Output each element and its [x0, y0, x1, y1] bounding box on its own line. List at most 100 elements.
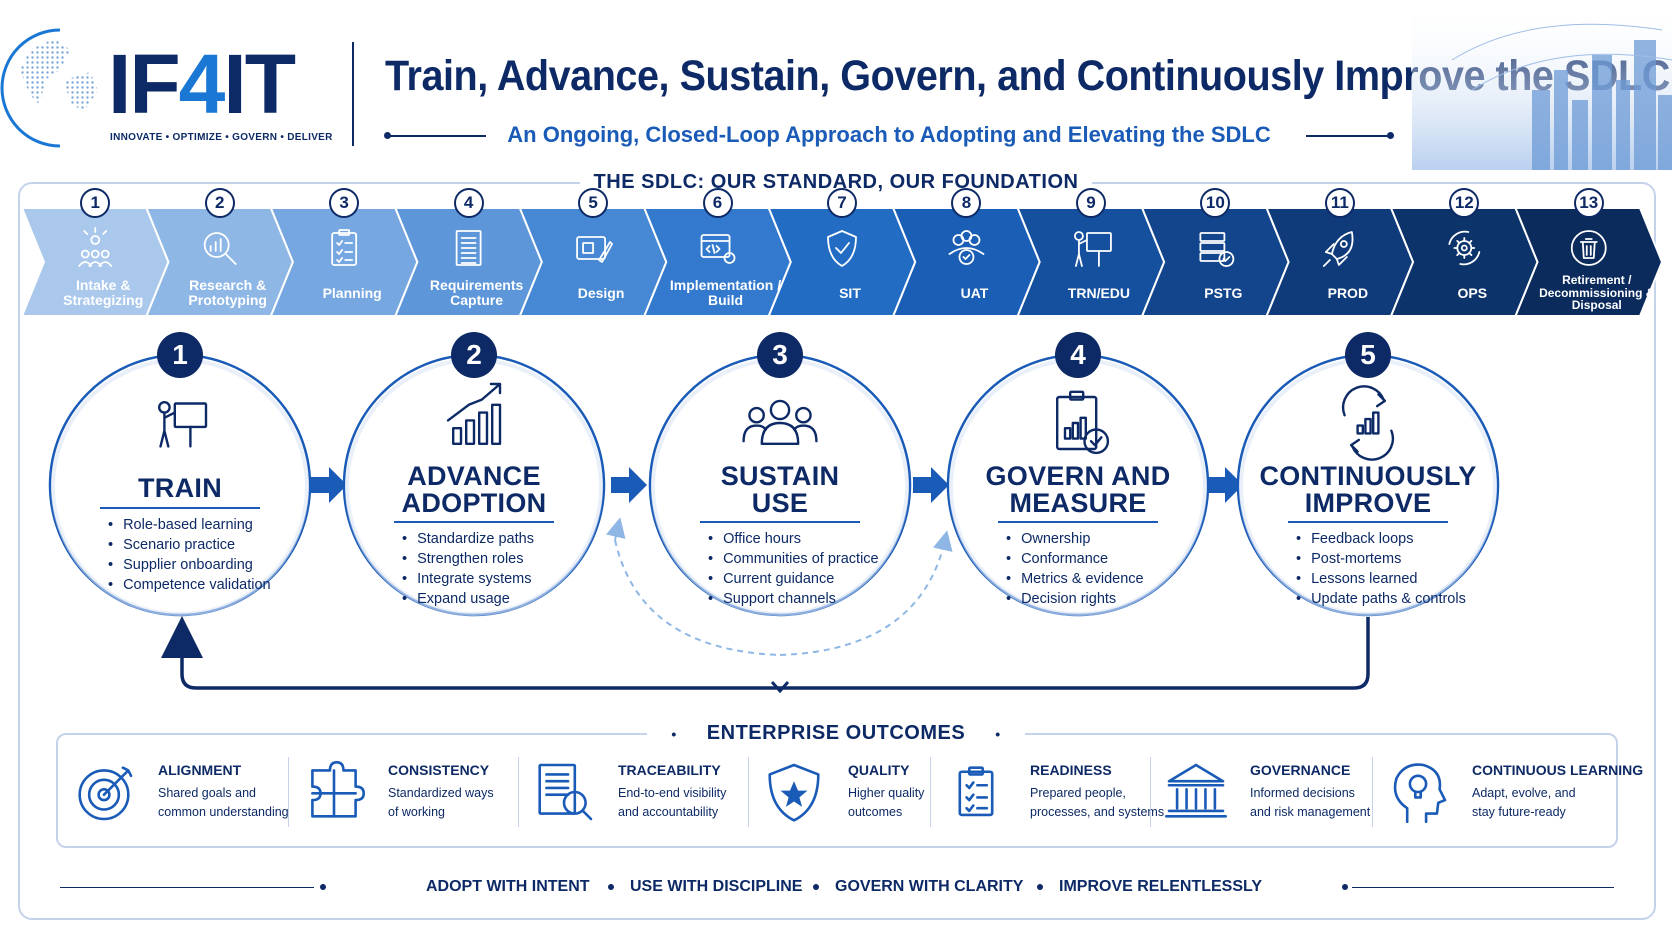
- outcome-title: TRACEABILITY: [618, 762, 721, 778]
- stage-number: 1: [157, 332, 203, 378]
- stage-rule: [700, 521, 860, 523]
- stage-bullets: Role-based learningScenario practiceSupp…: [108, 517, 271, 597]
- outcome-title: CONTINUOUS LEARNING: [1472, 762, 1644, 778]
- phase-number: 1: [80, 188, 111, 218]
- sustain-dashed-arc: [779, 530, 953, 656]
- stage-bullet-item: Scenario practice: [108, 537, 271, 553]
- stage-bullet-item: Office hours: [708, 531, 879, 547]
- footer-slogan: GOVERN WITH CLARITY: [835, 878, 1024, 895]
- footer-slogan: IMPROVE RELENTLESSLY: [1059, 878, 1262, 895]
- trash-icon: [1570, 230, 1607, 266]
- stage-bullets: OwnershipConformanceMetrics & evidenceDe…: [1006, 531, 1144, 611]
- blueprint-icon: [576, 236, 613, 263]
- phase-label: Implementation / Build: [669, 277, 782, 308]
- phase-label: Retirement / Decommissioning & Disposal: [1539, 273, 1655, 313]
- footer-dot: [320, 884, 326, 890]
- stage-bullet-item: Expand usage: [402, 591, 534, 607]
- phase-number: 2: [204, 188, 235, 218]
- outcome-title: ALIGNMENT: [158, 762, 242, 778]
- footer-slogans: ADOPT WITH INTENT USE WITH DISCIPLINE GOVE…: [0, 876, 1672, 900]
- phase-label: Planning: [322, 284, 382, 301]
- stage-bullet-item: Post-mortems: [1296, 551, 1466, 567]
- sdlc-heading: THE SDLC: OUR STANDARD, OUR FOUNDATION: [0, 171, 1672, 194]
- stage-bullet-item: Communities of practice: [708, 551, 879, 567]
- footer-slogan: ADOPT WITH INTENT: [426, 878, 590, 895]
- footer-line: [60, 887, 314, 888]
- phase-number: 3: [329, 188, 360, 218]
- outcome-title: QUALITY: [848, 762, 910, 778]
- phase-label: OPS: [1457, 284, 1488, 301]
- head-lightbulb-icon: [1393, 763, 1447, 823]
- feedback-loop-arrow: [161, 616, 1370, 690]
- stage-circle-2: [342, 353, 606, 617]
- institution-icon: [1165, 763, 1227, 818]
- skyline-graphic: [1412, 0, 1672, 170]
- footer-dot: [813, 884, 819, 890]
- stage-bullet-item: Standardize paths: [402, 531, 534, 547]
- stage-bullet-item: Current guidance: [708, 571, 879, 587]
- phase-number: 5: [578, 188, 609, 218]
- magnifier-chart-icon: [203, 232, 237, 265]
- phase-number: 6: [702, 188, 733, 218]
- phase-label: SIT: [839, 284, 861, 301]
- outcome-divider: [930, 757, 931, 827]
- stage-bullets: Office hoursCommunities of practiceCurre…: [708, 531, 879, 611]
- clipboard-metrics-icon: [1055, 390, 1110, 455]
- stage-bullets: Standardize pathsStrengthen rolesIntegra…: [402, 531, 534, 611]
- trainer-audience-icon: [157, 400, 208, 448]
- outcome-divider: [748, 757, 749, 827]
- target-icon: [78, 766, 133, 821]
- phase-number: 8: [951, 188, 982, 218]
- footer-line: [1352, 887, 1614, 888]
- outcome-desc: Prepared people,processes, and systems: [1030, 786, 1165, 820]
- gear-cycle-icon: [1448, 230, 1481, 266]
- phase-number: 11: [1324, 188, 1355, 218]
- outcome-divider: [518, 757, 519, 827]
- stage-bullet-item: Lessons learned: [1296, 571, 1466, 587]
- server-check-icon: [1199, 232, 1235, 267]
- phase-label: PROD: [1327, 284, 1369, 301]
- cycle-chart-icon: [1341, 385, 1395, 461]
- shield-star-icon: [768, 763, 820, 822]
- footer-slogan: USE WITH DISCIPLINE: [630, 878, 803, 895]
- stage-bullet-item: Metrics & evidence: [1006, 571, 1144, 587]
- stage-rule: [1288, 521, 1448, 523]
- footer-dot: [608, 884, 614, 890]
- footer-dot: [1037, 884, 1043, 890]
- phase-number: 9: [1075, 188, 1106, 218]
- stage-bullet-item: Feedback loops: [1296, 531, 1466, 547]
- phase-label: Intake & Strategizing: [63, 277, 144, 308]
- stage-number: 2: [451, 332, 497, 378]
- outcome-title: CONSISTENCY: [388, 762, 490, 778]
- sustain-dashed-arc: [614, 539, 781, 656]
- subtitle-wrap: An Ongoing, Closed-Loop Approach to Adop…: [384, 122, 1394, 152]
- document-search-icon: [538, 763, 593, 821]
- phase-label: Requirements Capture: [429, 277, 524, 308]
- stage-bullet-item: Strengthen roles: [402, 551, 534, 567]
- forward-arrow: [611, 467, 647, 503]
- subtitle-line: [1306, 135, 1388, 137]
- outcome-title: READINESS: [1030, 762, 1112, 778]
- phase-number: 13: [1573, 188, 1604, 218]
- stage-circle-3: [648, 353, 912, 617]
- forward-arrow: [913, 467, 949, 503]
- trainer-board-icon: [1074, 231, 1112, 267]
- shield-check-icon: [827, 230, 857, 267]
- phase-label: Design: [577, 284, 625, 301]
- subtitle-dot: [384, 132, 391, 139]
- phase-number: 10: [1200, 188, 1231, 218]
